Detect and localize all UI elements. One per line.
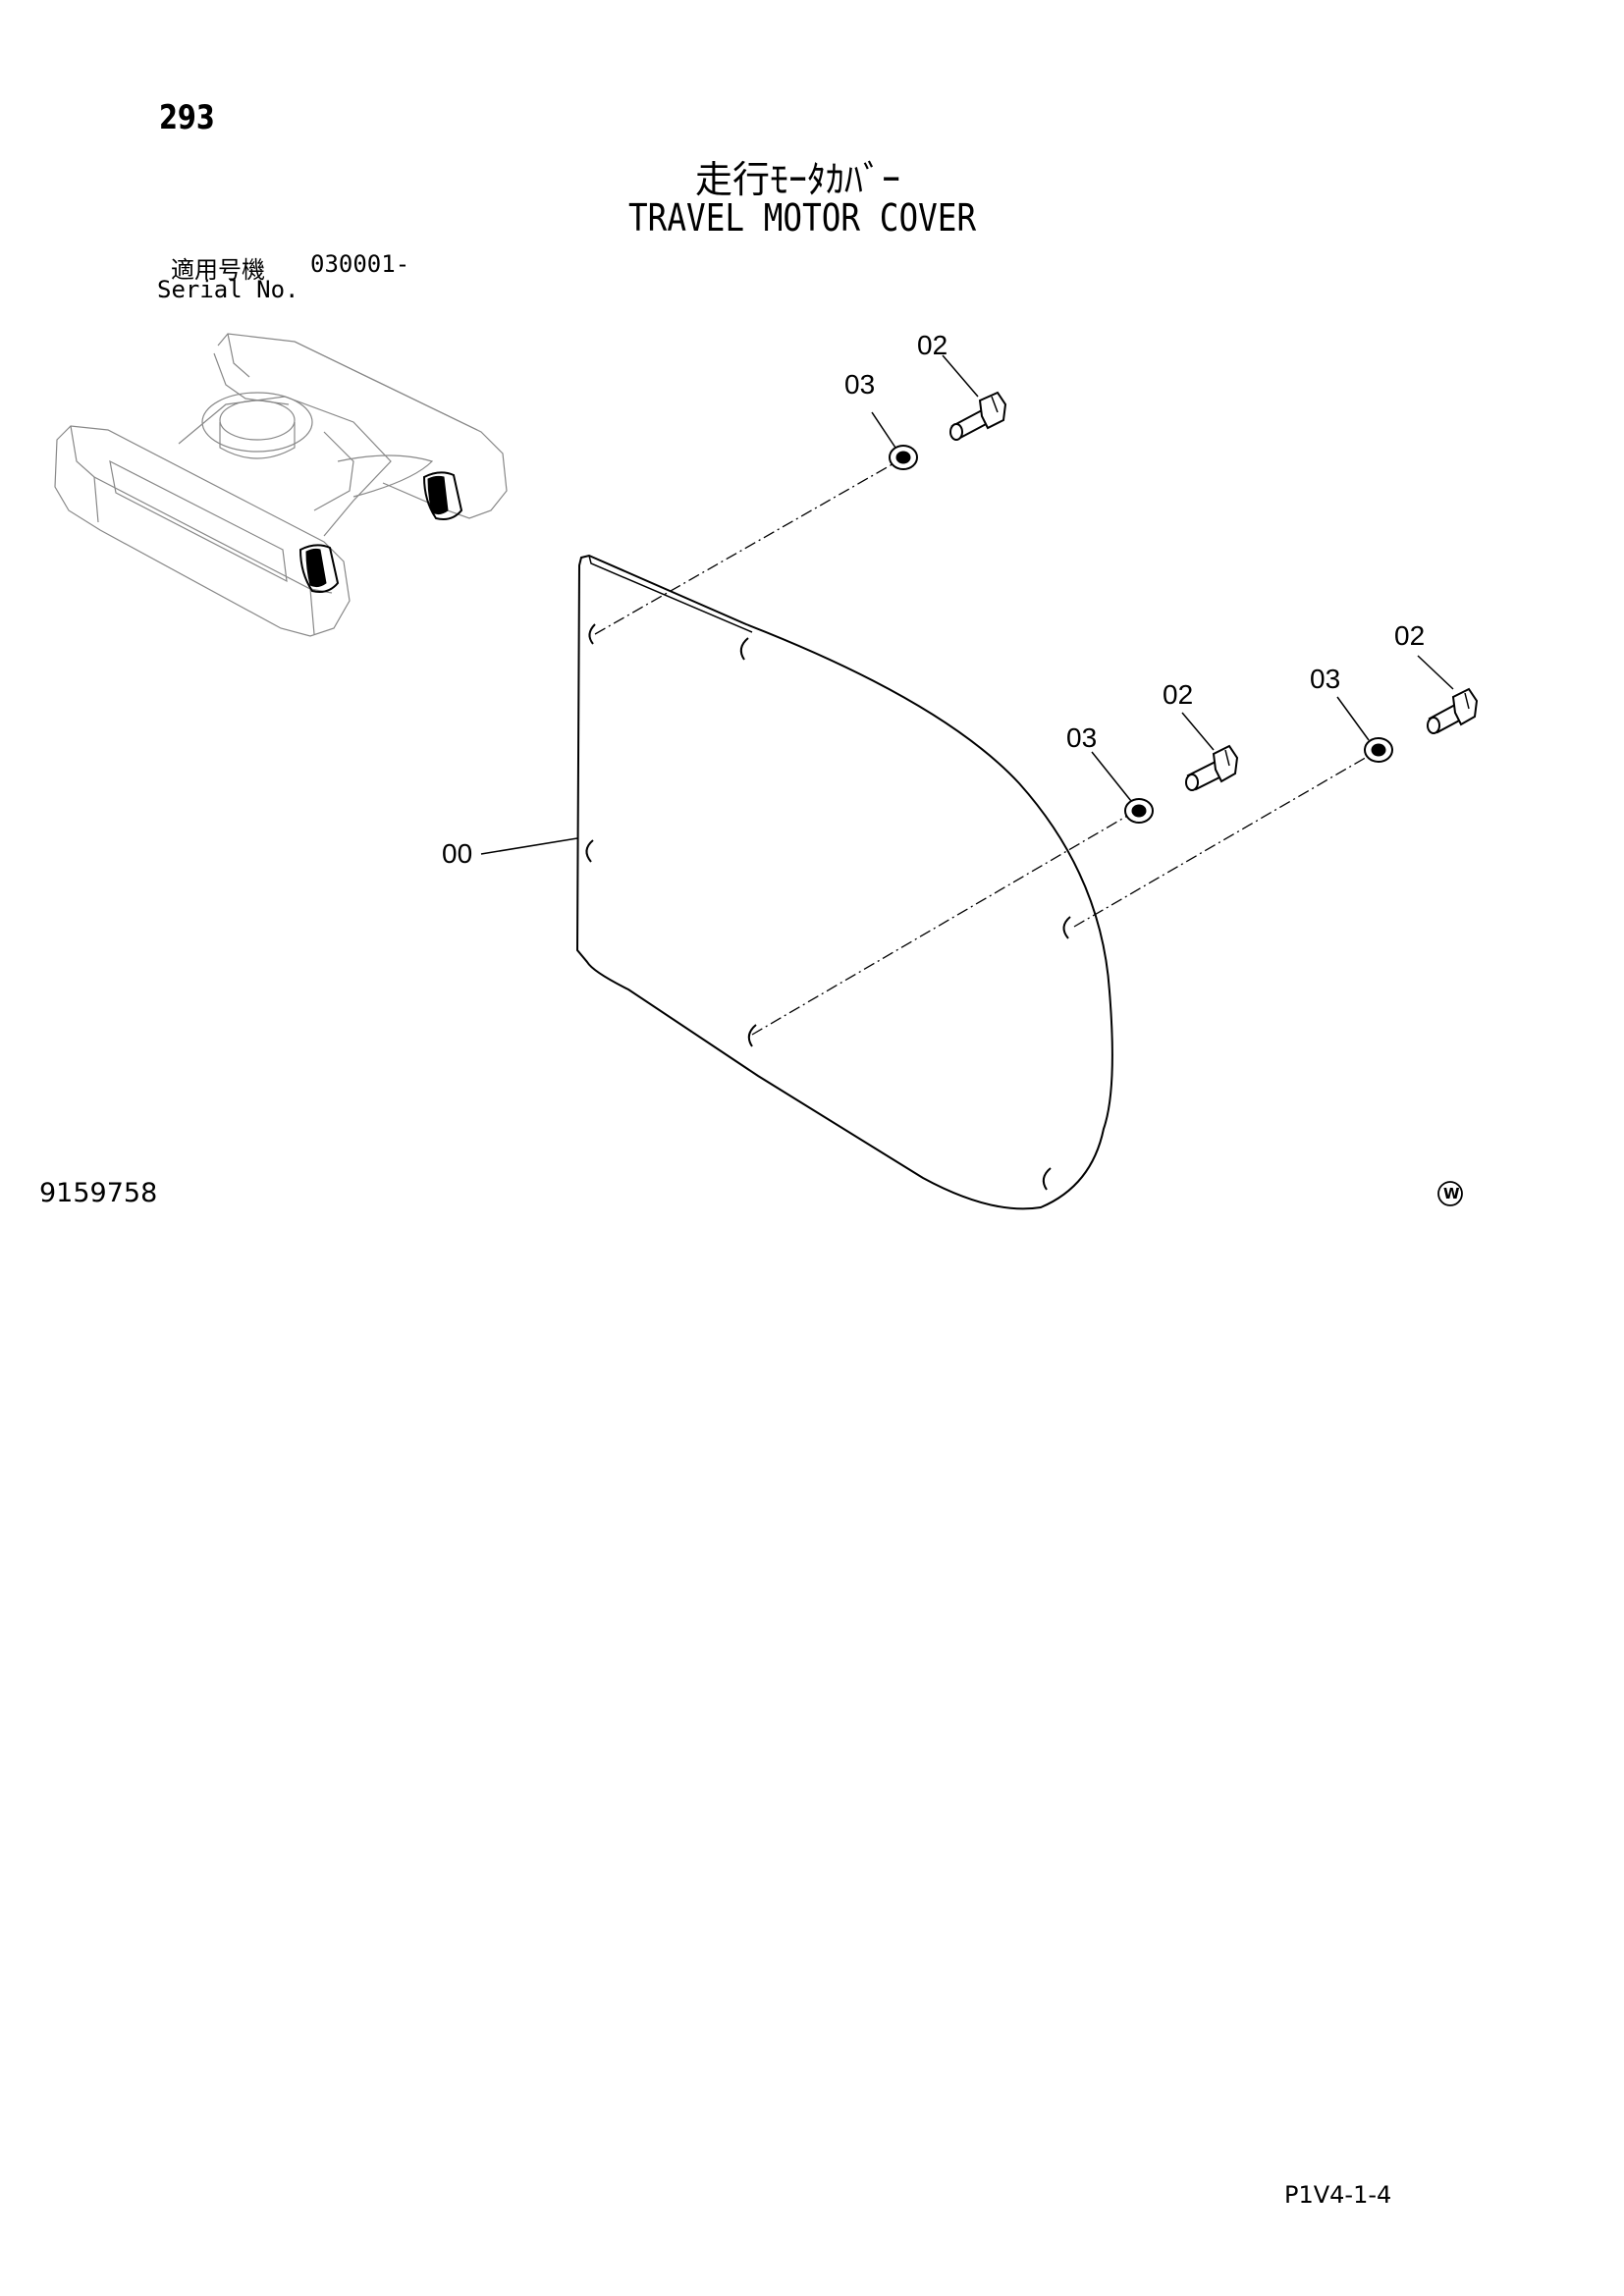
serial-label-japanese: 適用号機 — [171, 256, 265, 284]
callout-leaders — [480, 354, 1454, 855]
w-mark-letter: W — [1443, 1185, 1460, 1202]
bolt-top — [949, 391, 1007, 441]
washer-middle — [1124, 798, 1154, 824]
serial-range: 030001- — [310, 250, 410, 278]
callout-washer-middle: 03 — [1066, 722, 1098, 753]
track-frame-inset — [54, 333, 508, 637]
callout-washer-right: 03 — [1310, 664, 1341, 694]
washer-top — [889, 445, 918, 470]
page-number: 293 — [159, 98, 215, 137]
page-code: P1V4-1-4 — [1284, 2181, 1392, 2209]
w-mark-icon — [1437, 1181, 1463, 1206]
callout-cover: 00 — [442, 838, 473, 869]
bolt-right — [1427, 687, 1479, 734]
title-japanese: 走行ﾓｰﾀｶﾊﾞｰ — [695, 158, 901, 201]
callout-washer-top: 03 — [844, 369, 876, 400]
serial-label-english: Serial No. — [157, 276, 299, 303]
callout-bolt-middle: 02 — [1163, 679, 1194, 710]
assembly-center-lines — [594, 460, 1370, 1036]
bolt-middle — [1185, 744, 1239, 791]
title-english: TRAVEL MOTOR COVER — [628, 196, 977, 240]
callout-bolt-right: 02 — [1394, 620, 1426, 651]
washer-right — [1364, 737, 1393, 763]
travel-motor-cover-plate — [575, 554, 1113, 1210]
drawing-number: 9159758 — [39, 1178, 158, 1208]
callout-bolt-top: 02 — [917, 330, 948, 360]
